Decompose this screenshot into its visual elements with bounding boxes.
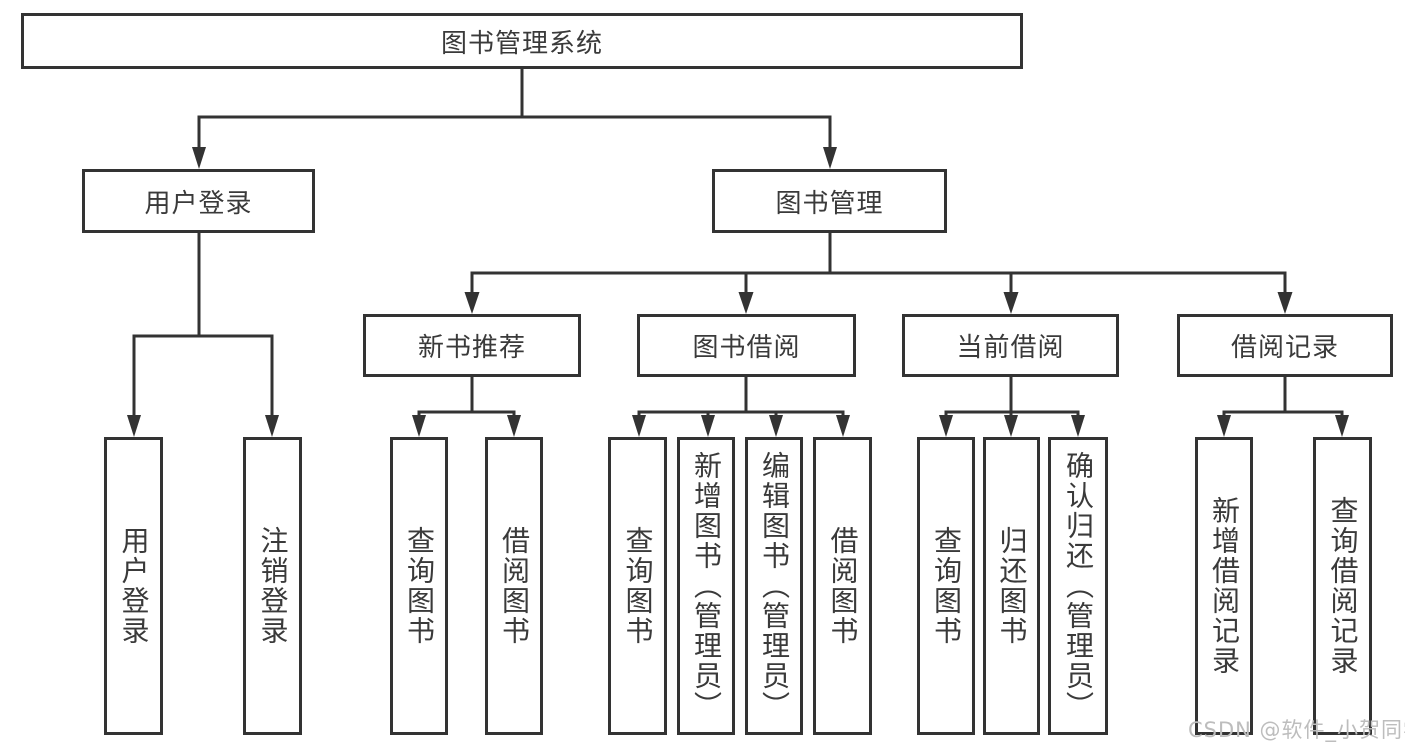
node-label: 查询图书 bbox=[621, 526, 655, 646]
node-user-login: 用户登录 bbox=[82, 169, 315, 233]
connector-strokes bbox=[132, 69, 1344, 419]
node-label: 新增图书（管理员） bbox=[690, 451, 723, 721]
node-label: 归还图书 bbox=[995, 526, 1029, 646]
node-label: 查询借阅记录 bbox=[1326, 496, 1360, 676]
node-label: 注销登录 bbox=[256, 526, 290, 646]
leaf-query-books-recommend: 查询图书 bbox=[390, 437, 448, 735]
leaf-borrow-books: 借阅图书 bbox=[813, 437, 872, 735]
leaf-query-books-borrow: 查询图书 bbox=[608, 437, 667, 735]
leaf-edit-books-admin: 编辑图书（管理员） bbox=[745, 437, 803, 735]
node-label: 查询图书 bbox=[930, 526, 963, 646]
node-library-management-system: 图书管理系统 bbox=[21, 13, 1023, 69]
leaf-logout: 注销登录 bbox=[243, 437, 302, 735]
arrowheads bbox=[127, 147, 1349, 437]
leaf-return-books: 归还图书 bbox=[983, 437, 1040, 735]
node-label: 用户登录 bbox=[117, 526, 151, 646]
leaf-add-books-admin: 新增图书（管理员） bbox=[677, 437, 735, 735]
leaf-borrow-books-recommend: 借阅图书 bbox=[485, 437, 543, 735]
node-book-borrow: 图书借阅 bbox=[637, 314, 856, 377]
node-label: 查询图书 bbox=[403, 526, 436, 646]
node-new-book-recommend: 新书推荐 bbox=[363, 314, 581, 377]
node-label: 确认归还（管理员） bbox=[1062, 451, 1095, 721]
node-label: 借阅图书 bbox=[498, 526, 531, 646]
node-book-management: 图书管理 bbox=[712, 169, 947, 233]
node-label: 借阅记录 bbox=[1230, 333, 1339, 363]
node-current-borrow: 当前借阅 bbox=[902, 314, 1119, 377]
node-label: 图书管理系统 bbox=[440, 28, 603, 59]
leaf-add-borrow-record: 新增借阅记录 bbox=[1195, 437, 1253, 735]
node-label: 当前借阅 bbox=[956, 333, 1065, 363]
node-borrow-records: 借阅记录 bbox=[1177, 314, 1393, 377]
leaf-confirm-return-admin: 确认归还（管理员） bbox=[1048, 437, 1108, 735]
node-label: 图书借阅 bbox=[692, 333, 801, 363]
node-label: 图书管理 bbox=[775, 188, 884, 219]
node-label: 借阅图书 bbox=[826, 526, 860, 646]
node-label: 编辑图书（管理员） bbox=[758, 451, 791, 721]
node-label: 新增借阅记录 bbox=[1208, 496, 1241, 676]
leaf-user-login: 用户登录 bbox=[104, 437, 163, 735]
node-label: 新书推荐 bbox=[417, 333, 526, 363]
node-label: 用户登录 bbox=[144, 188, 253, 219]
leaf-query-books-current: 查询图书 bbox=[917, 437, 975, 735]
leaf-query-borrow-record: 查询借阅记录 bbox=[1313, 437, 1372, 735]
csdn-watermark: CSDN @软件_小贺同学 bbox=[1188, 718, 1405, 742]
